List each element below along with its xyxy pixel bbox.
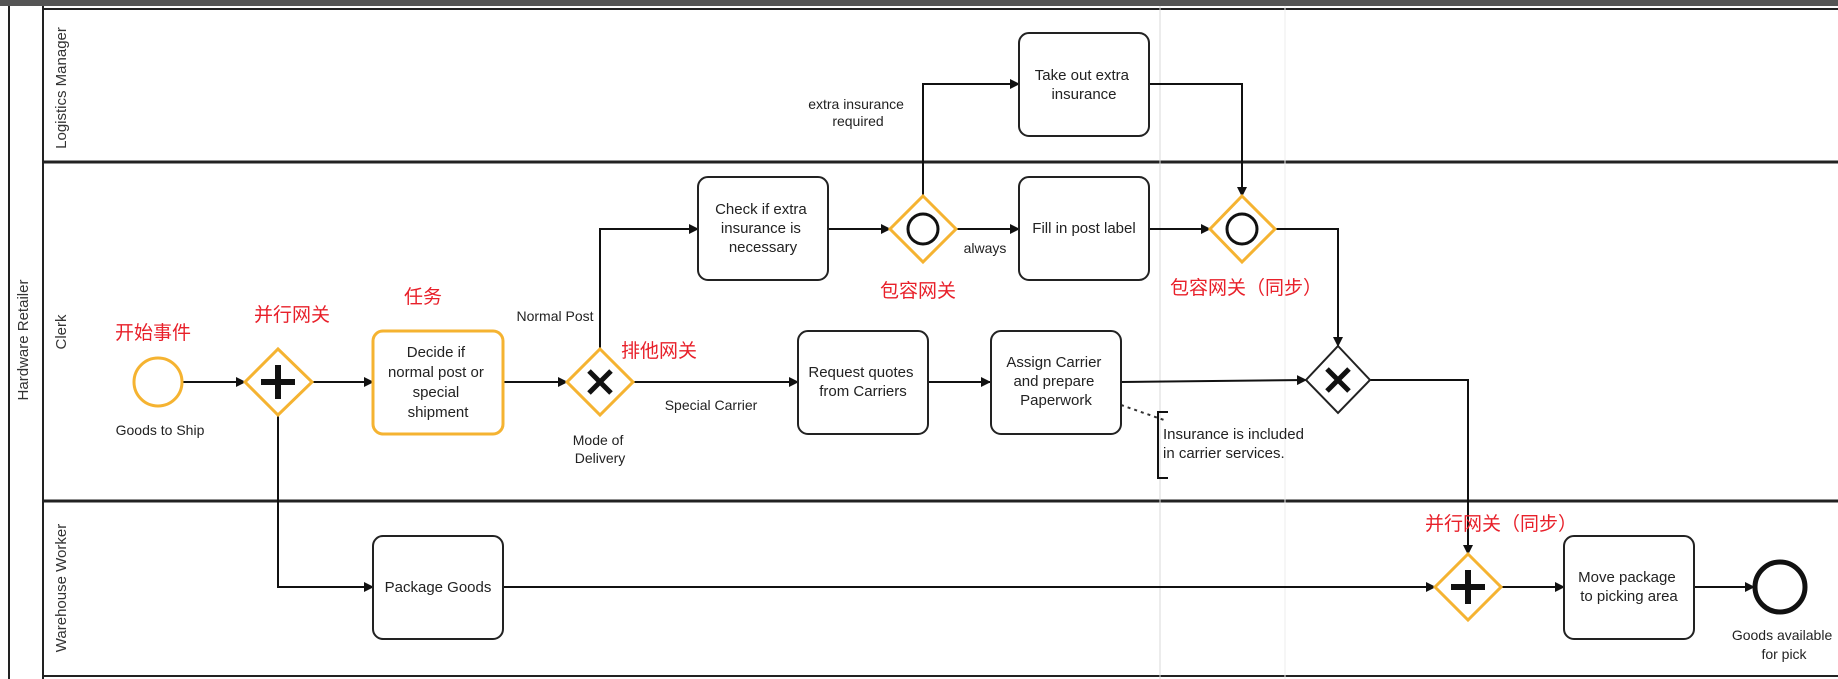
top-border <box>0 0 1838 6</box>
task-extra-line-2: insurance <box>1051 86 1116 103</box>
annotation-line-1: Insurance is included <box>1163 426 1304 443</box>
flow-extra-insurance <box>922 79 1020 196</box>
cn-start-event: 开始事件 <box>115 322 191 344</box>
task-assign-carrier-label: Assign Carrier and prepare Paperwork <box>1006 354 1105 409</box>
end-event-label-line-2: for pick <box>1761 646 1807 662</box>
annotation-line-2: in carrier services. <box>1163 445 1285 462</box>
cn-parallel-gateway: 并行网关 <box>254 304 330 326</box>
plus-icon <box>261 365 295 399</box>
task-post-label[interactable]: Fill in post label <box>1018 176 1150 281</box>
task-assign-carrier[interactable]: Assign Carrier and prepare Paperwork <box>990 330 1122 435</box>
cn-task: 任务 <box>404 286 442 308</box>
annotation-text: Insurance is included in carrier service… <box>1163 426 1308 462</box>
inclusive-gateway-sync[interactable] <box>1207 193 1278 265</box>
start-event-label: Goods to Ship <box>116 422 205 438</box>
circle-icon <box>1225 212 1259 246</box>
task-check-insurance-label: Check if extra insurance is necessary <box>715 201 811 256</box>
task-check-line-3: necessary <box>729 239 798 256</box>
end-event[interactable] <box>1752 559 1808 615</box>
always-label: always <box>964 240 1007 256</box>
flow-inclusive-sync-to-xor <box>1275 228 1343 347</box>
text-annotation: Insurance is included in carrier service… <box>1157 411 1308 479</box>
task-assign-line-1: Assign Carrier <box>1006 354 1101 371</box>
pool-label: Hardware Retailer <box>15 280 32 401</box>
lane-label-logistics: Logistics Manager <box>53 27 70 149</box>
lane-label-warehouse: Warehouse Worker <box>53 524 70 652</box>
exclusive-gateway-mode[interactable] <box>564 346 636 418</box>
annotation-association <box>1120 404 1165 421</box>
mode-of-delivery-line-1: Mode of <box>573 432 624 448</box>
task-package-goods[interactable]: Package Goods <box>372 535 504 640</box>
parallel-gateway-split[interactable] <box>242 346 315 418</box>
task-request-quotes-label: Request quotes from Carriers <box>808 364 917 400</box>
plus-icon <box>1451 570 1485 604</box>
gateways: Mode of Delivery <box>242 193 1504 623</box>
special-carrier-label: Special Carrier <box>665 397 758 413</box>
end-event-label: Goods available for pick <box>1732 627 1836 662</box>
task-extra-insurance[interactable]: Take out extra insurance <box>1018 32 1150 137</box>
x-icon <box>587 369 613 395</box>
task-request-quotes[interactable]: Request quotes from Carriers <box>797 330 929 435</box>
task-decide-line-1: Decide if <box>407 344 466 361</box>
inclusive-gateway-split[interactable] <box>887 193 959 265</box>
flow-labels: Normal Post Special Carrier extra insura… <box>516 96 1006 413</box>
circle-icon <box>906 212 940 246</box>
exclusive-gateway-merge[interactable] <box>1304 344 1372 415</box>
cn-inclusive-gateway-sync: 包容网关（同步） <box>1170 277 1322 299</box>
task-assign-line-2: and prepare <box>1013 373 1094 390</box>
task-move-package-label: Move package to picking area <box>1578 569 1680 605</box>
cn-parallel-gateway-sync: 并行网关（同步） <box>1425 513 1577 535</box>
task-package-goods-label: Package Goods <box>385 579 492 596</box>
task-check-insurance[interactable]: Check if extra insurance is necessary <box>697 176 829 281</box>
task-move-package[interactable]: Move package to picking area <box>1563 535 1695 640</box>
parallel-gateway-sync[interactable] <box>1432 551 1504 623</box>
sequence-flows <box>182 79 1755 592</box>
task-decide-line-3: special <box>413 384 460 401</box>
extra-insurance-required-line-1: extra insurance <box>808 96 904 112</box>
task-post-label-label: Fill in post label <box>1032 220 1135 237</box>
flow-xor-to-parallel-sync <box>1370 379 1473 555</box>
x-icon <box>1325 367 1351 393</box>
task-decide-label: Decide if normal post or special shipmen… <box>388 344 488 421</box>
events: Goods to Ship Goods available for pick <box>116 356 1836 662</box>
task-assign-line-3: Paperwork <box>1020 392 1092 409</box>
annotation-bracket <box>1157 411 1168 479</box>
task-move-line-2: to picking area <box>1580 588 1678 605</box>
task-move-line-1: Move package <box>1578 569 1676 586</box>
task-decide-line-4: shipment <box>408 404 470 421</box>
flow-assign-to-xor <box>1120 375 1307 386</box>
flow-parallel-to-package <box>277 415 374 592</box>
task-extra-insurance-label: Take out extra insurance <box>1035 67 1133 103</box>
tasks: Decide if normal post or special shipmen… <box>371 32 1695 640</box>
mode-of-delivery-line-2: Delivery <box>575 450 626 466</box>
flow-insurance-to-inclusive-sync <box>1149 83 1247 197</box>
flow-normal-post <box>599 224 699 349</box>
task-extra-line-1: Take out extra <box>1035 67 1130 84</box>
end-event-label-line-1: Goods available <box>1732 627 1833 643</box>
task-decide[interactable]: Decide if normal post or special shipmen… <box>371 329 505 436</box>
mode-of-delivery-label: Mode of Delivery <box>573 432 627 466</box>
extra-insurance-required-line-2: required <box>832 113 883 129</box>
lane-label-clerk: Clerk <box>53 314 70 350</box>
start-event[interactable] <box>132 356 184 408</box>
task-quotes-line-1: Request quotes <box>808 364 913 381</box>
task-check-line-2: insurance is <box>721 220 801 237</box>
cn-exclusive-gateway: 排他网关 <box>621 340 697 362</box>
cn-inclusive-gateway: 包容网关 <box>880 280 956 302</box>
task-decide-line-2: normal post or <box>388 364 484 381</box>
task-quotes-line-2: from Carriers <box>819 383 907 400</box>
cn-annotations: 开始事件 并行网关 任务 排他网关 包容网关 包容网关（同步） 并行网关（同步） <box>115 277 1577 535</box>
normal-post-label: Normal Post <box>516 308 593 324</box>
extra-insurance-required-label: extra insurance required <box>808 96 908 129</box>
task-check-line-1: Check if extra <box>715 201 807 218</box>
